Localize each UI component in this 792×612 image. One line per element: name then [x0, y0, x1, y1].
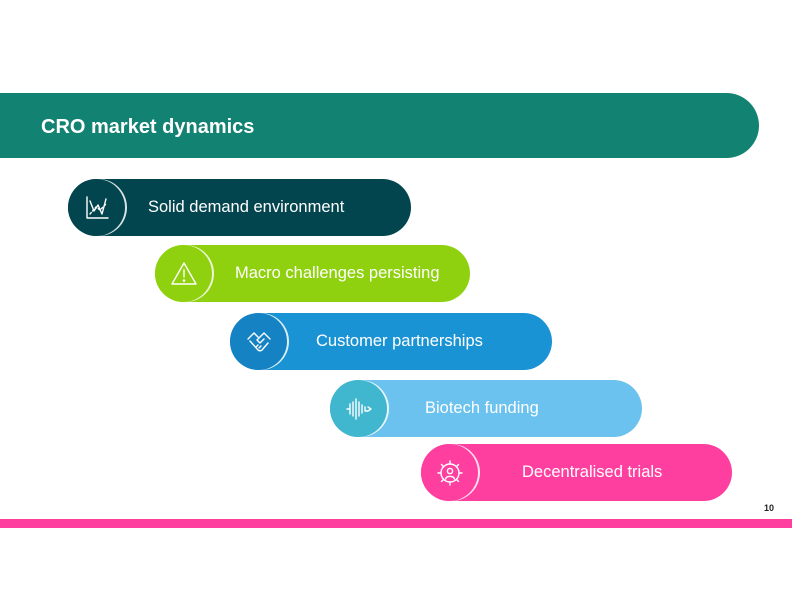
waveform-icon	[330, 380, 387, 437]
page-number: 10	[764, 503, 775, 513]
item-customer-partnerships: Customer partnerships	[230, 313, 552, 370]
item-decentralised-trials: Decentralised trials	[421, 444, 732, 501]
item-biotech-funding: Biotech funding	[330, 380, 642, 437]
item-label: Customer partnerships	[316, 332, 483, 350]
item-label: Macro challenges persisting	[235, 264, 440, 282]
title-bar	[0, 93, 759, 158]
item-macro-challenges: Macro challenges persisting	[155, 245, 470, 302]
warning-icon	[155, 245, 212, 302]
chart-icon	[68, 179, 125, 236]
person-gear-icon	[421, 444, 478, 501]
item-label: Decentralised trials	[522, 463, 663, 481]
item-solid-demand: Solid demand environment	[68, 179, 411, 236]
slide-title: CRO market dynamics	[41, 116, 255, 138]
item-label: Biotech funding	[425, 399, 539, 417]
handshake-icon	[230, 313, 287, 370]
item-label: Solid demand environment	[148, 198, 345, 216]
bottom-accent-line	[0, 519, 792, 528]
